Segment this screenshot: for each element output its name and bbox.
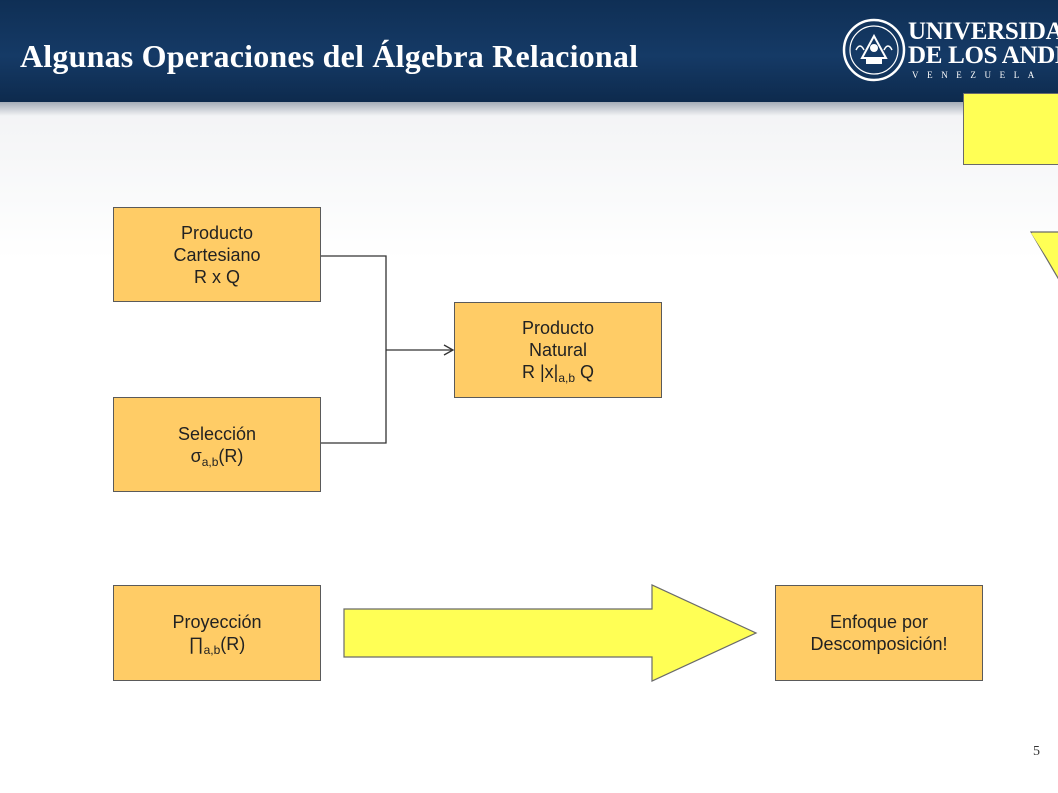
cartesian-line-2: Cartesiano: [173, 244, 261, 265]
projection-box: Proyección ∏a,b(R): [113, 585, 321, 681]
slide-title: Algunas Operaciones del Álgebra Relacion…: [20, 38, 639, 74]
university-seal-icon: [842, 18, 906, 82]
selection-arg: (R): [218, 445, 244, 466]
natural-line-2: Natural: [528, 340, 588, 360]
page-number: 5: [1033, 744, 1040, 759]
cartesian-line-1: Producto: [180, 222, 254, 243]
selection-line-1: Selección: [177, 423, 257, 444]
projection-formula: ∏a,b(R): [188, 633, 246, 657]
enfoque-line-1: Enfoque por: [829, 612, 929, 632]
enfoque-line-2: Descomposición!: [810, 634, 948, 654]
projection-line-1: Proyección: [172, 612, 262, 632]
natural-line-1: Producto: [521, 318, 595, 338]
yellow-partial-box: [963, 93, 1058, 165]
projection-arg: (R): [220, 634, 246, 654]
natural-op: R |x|: [521, 362, 559, 382]
logo-line-2: DE LOS ANDES: [908, 42, 1058, 69]
arrowhead-icon: [443, 344, 455, 356]
title-bar: Algunas Operaciones del Álgebra Relacion…: [0, 0, 1058, 116]
sigma-symbol: σ: [190, 445, 202, 466]
natural-line-3: R |x|a,b Q: [521, 361, 595, 385]
projection-subscript: a,b: [203, 643, 221, 657]
decomposition-box: Enfoque por Descomposición!: [775, 585, 983, 681]
selection-box: Selección σa,b(R): [113, 397, 321, 492]
cartesian-line-3: R x Q: [193, 266, 240, 287]
cartesian-product-box: Producto Cartesiano R x Q: [113, 207, 321, 302]
pi-symbol: ∏: [188, 634, 204, 654]
block-arrow-icon: [343, 584, 758, 682]
natural-tail: Q: [575, 362, 595, 382]
selection-formula: σa,b(R): [190, 445, 244, 469]
cartesian-connector: [321, 255, 387, 444]
partial-arrow-body: [1031, 233, 1058, 275]
selection-subscript: a,b: [201, 454, 219, 469]
natural-subscript: a,b: [558, 371, 576, 385]
logo-line-3: VENEZUELA: [912, 70, 1043, 80]
natural-product-box: Producto Natural R |x|a,b Q: [454, 302, 662, 398]
